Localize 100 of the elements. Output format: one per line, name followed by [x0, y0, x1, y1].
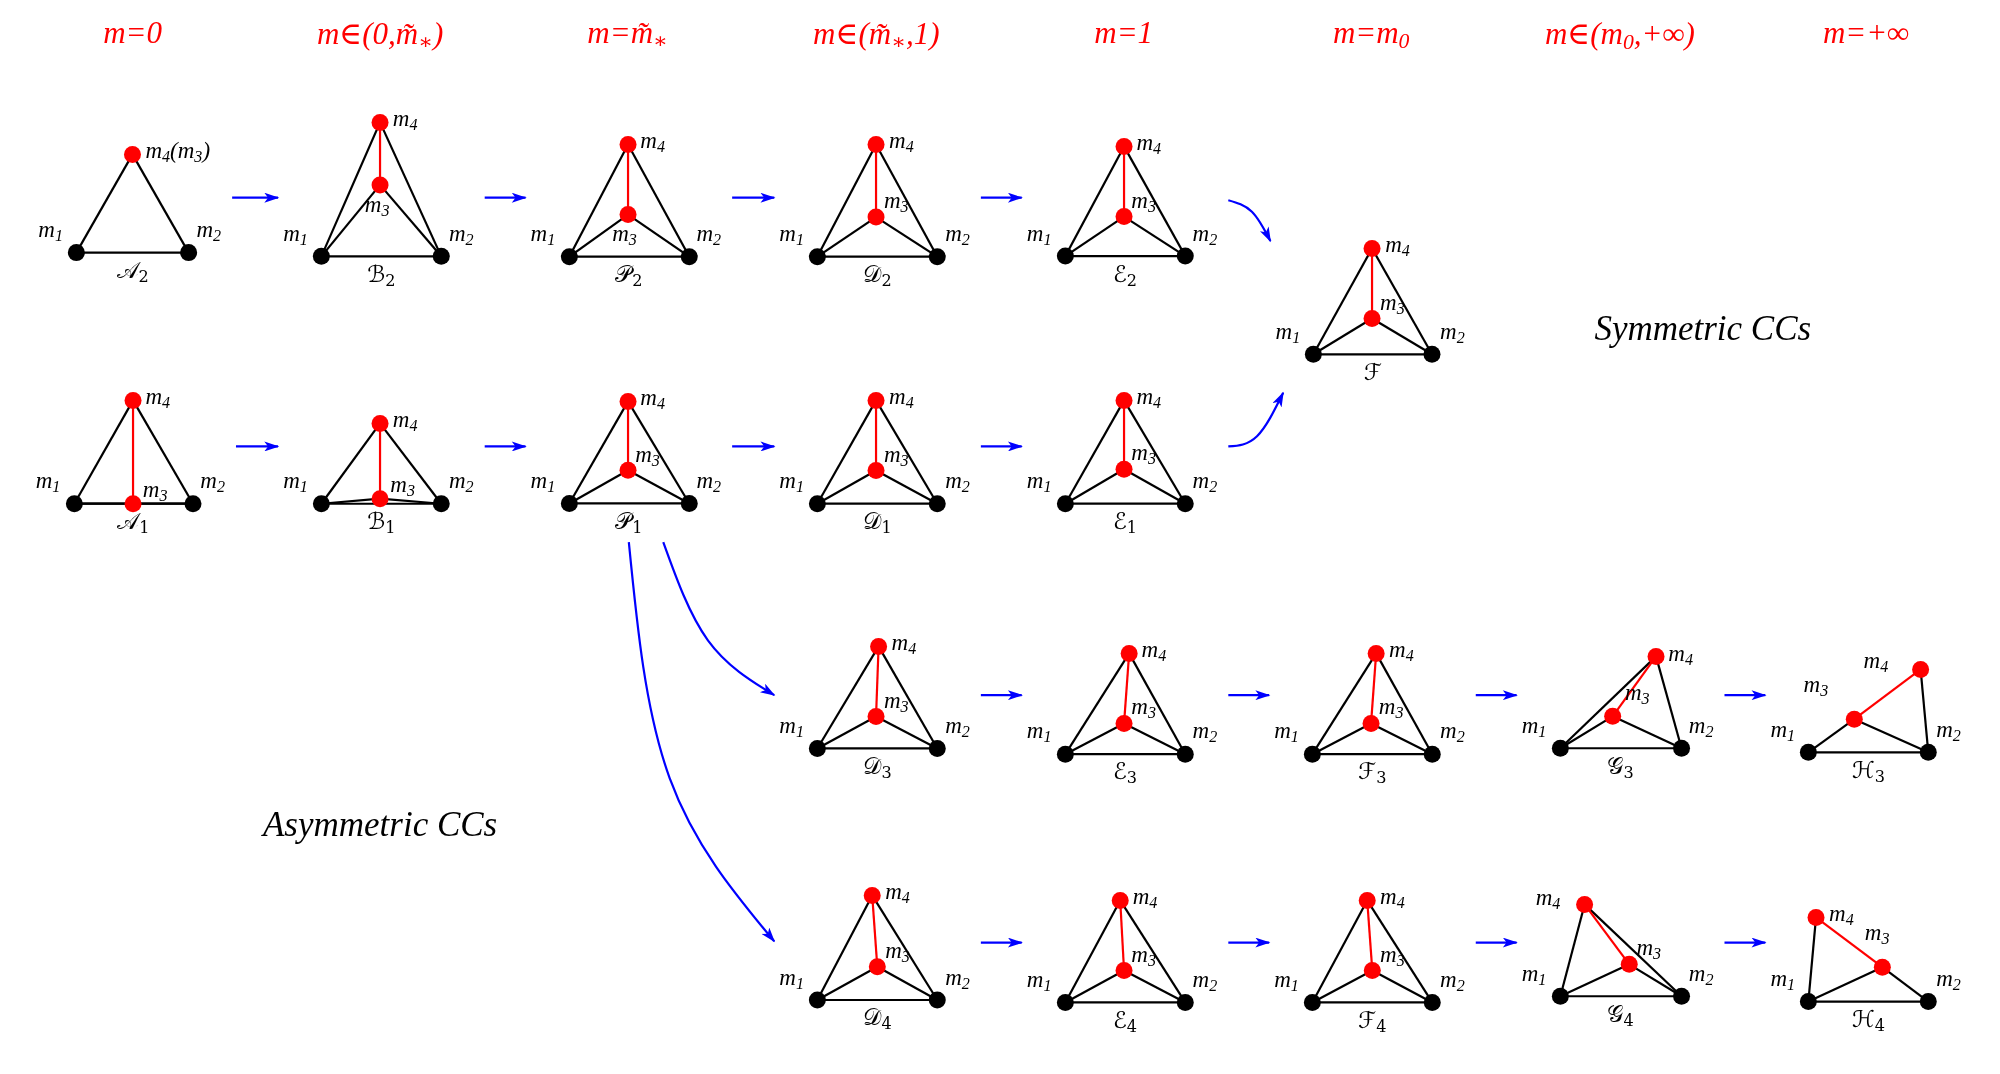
configuration-name: ℱ$_{3}$: [1358, 760, 1387, 784]
arrow: [1228, 937, 1271, 948]
mass-label: m$_{2}$: [1192, 221, 1218, 245]
mass-label: m$_{1}$: [1274, 719, 1299, 743]
arrow: [732, 441, 776, 452]
configuration-name: ℰ$_{2}$: [1112, 262, 1138, 286]
configuration-name: 𝒟$_{2}$: [863, 262, 892, 286]
arrow: [1228, 199, 1272, 243]
mass-label: m$_{4}$: [1863, 649, 1889, 673]
mass-label: m$_{4}$: [640, 128, 665, 152]
mass-label: m$_{4}$: [1141, 637, 1167, 661]
mass-label: m$_{2}$: [1936, 966, 1961, 990]
arrow: [1724, 690, 1767, 701]
configuration-name: ℰ$_{1}$: [1112, 510, 1138, 534]
arrow: [980, 441, 1023, 452]
mass-label: m$_{3}$: [1380, 290, 1405, 314]
mass-label: m$_{4}$: [1136, 131, 1162, 155]
mass-label: m$_{1}$: [779, 965, 804, 989]
mass-label: m$_{1}$: [38, 218, 63, 242]
mass-label: m$_{2}$: [1688, 714, 1714, 738]
parameter-header: m=+∞: [1822, 15, 1910, 52]
mass-label: m$_{4}$: [145, 385, 171, 409]
mass-label: m$_{2}$: [945, 221, 970, 245]
mass-label: m$_{1}$: [1770, 718, 1796, 742]
mass-label: m$_{4}$: [1829, 901, 1854, 925]
arrow: [662, 541, 776, 697]
mass-label: m$_{4}$: [640, 386, 665, 410]
mass-label: m$_{1}$: [1026, 221, 1052, 245]
mass-label: m$_{3}$: [1636, 936, 1662, 960]
mass-label: m$_{1}$: [1275, 320, 1301, 344]
configuration-name: ℱ: [1364, 360, 1383, 384]
group-label: Asymmetric CCs: [262, 804, 498, 845]
arrow: [1724, 937, 1767, 948]
arrow: [980, 690, 1023, 701]
mass-label: m$_{3}$: [1803, 673, 1829, 697]
mass-label: m$_{1}$: [1026, 968, 1052, 992]
mass-label: m$_{1}$: [1521, 961, 1547, 985]
mass-label: m$_{2}$: [696, 221, 722, 245]
arrow: [1475, 937, 1518, 948]
mass-label: m$_{3}$: [364, 192, 390, 216]
mass-label: m$_{2}$: [1192, 968, 1218, 992]
parameter-header: m=1: [1094, 15, 1154, 52]
mass-label: m$_{3}$: [635, 442, 660, 466]
mass-label: m$_{4}$: [889, 385, 914, 409]
mass-label: m$_{2}$: [1688, 961, 1714, 985]
mass-label: m$_{1}$: [1026, 469, 1052, 493]
configuration-name: ℬ$_{1}$: [367, 510, 396, 534]
mass-label: m$_{4}$: [1389, 637, 1414, 661]
mass-label: m$_{2}$: [1936, 718, 1961, 742]
mass-label: m$_{2}$: [1440, 968, 1465, 992]
arrow: [732, 192, 776, 203]
parameter-header: m=m̃$_{∗}$: [587, 15, 668, 52]
configuration-name: ℰ$_{3}$: [1112, 760, 1138, 784]
arrow: [980, 192, 1023, 203]
mass-label: m$_{3}$: [612, 221, 637, 245]
parameter-header: m∈(0,m̃$_{∗}$): [316, 15, 444, 53]
configuration-name: 𝒜$_{1}$: [117, 510, 150, 534]
mass-label: m$_{1}$: [1026, 719, 1052, 743]
configuration-name: ℬ$_{2}$: [367, 262, 396, 286]
group-label: Symmetric CCs: [1594, 308, 1812, 349]
mass-label: m$_{3}$: [1131, 942, 1157, 966]
mass-label: m$_{1}$: [530, 221, 556, 245]
mass-label: m$_{3}$: [1131, 188, 1157, 212]
mass-label: m$_{2}$: [196, 218, 222, 242]
mass-label: m$_{1}$: [779, 469, 804, 493]
arrow: [484, 192, 527, 203]
arrow: [980, 937, 1023, 948]
arrow: [1475, 690, 1518, 701]
mass-label: m$_{2}$: [1192, 469, 1218, 493]
arrow: [1228, 690, 1271, 701]
mass-label: m$_{3}$: [883, 188, 909, 212]
mass-label: m$_{2}$: [1192, 719, 1218, 743]
configuration-name: 𝒫$_{2}$: [615, 262, 643, 286]
arrow: [232, 192, 280, 203]
arrow: [627, 542, 776, 943]
mass-label: m$_{1}$: [1770, 966, 1796, 990]
mass-label: m$_{3}$: [142, 478, 168, 502]
mass-label: m$_{1}$: [1274, 968, 1299, 992]
configuration-name: ℰ$_{4}$: [1112, 1008, 1138, 1032]
mass-label: m$_{2}$: [945, 714, 970, 738]
configuration-name: 𝒟$_{1}$: [863, 510, 892, 534]
mass-label: m$_{2}$: [200, 469, 225, 493]
mass-label: m$_{2}$: [1440, 719, 1465, 743]
mass-label: m$_{4}$(m$_{3}$): [145, 139, 211, 162]
configuration-name: ℋ$_{3}$: [1852, 758, 1886, 782]
mass-label: m$_{3}$: [883, 442, 909, 466]
mass-label: m$_{1}$: [35, 469, 61, 493]
parameter-header: m=0: [103, 15, 163, 52]
mass-label: m$_{4}$: [891, 631, 917, 655]
mass-label: m$_{4}$: [1668, 641, 1694, 665]
configuration-name: ℋ$_{4}$: [1852, 1007, 1886, 1031]
arrow: [235, 441, 280, 452]
mass-label: m$_{2}$: [448, 469, 474, 493]
mass-label: m$_{4}$: [392, 107, 418, 131]
mass-label: m$_{4}$: [1385, 233, 1410, 257]
mass-label: m$_{1}$: [283, 221, 308, 245]
arrow: [1228, 391, 1285, 448]
mass-label: m$_{1}$: [779, 221, 804, 245]
mass-label: m$_{4}$: [885, 880, 910, 904]
configuration-name: 𝒟$_{4}$: [863, 1006, 892, 1030]
